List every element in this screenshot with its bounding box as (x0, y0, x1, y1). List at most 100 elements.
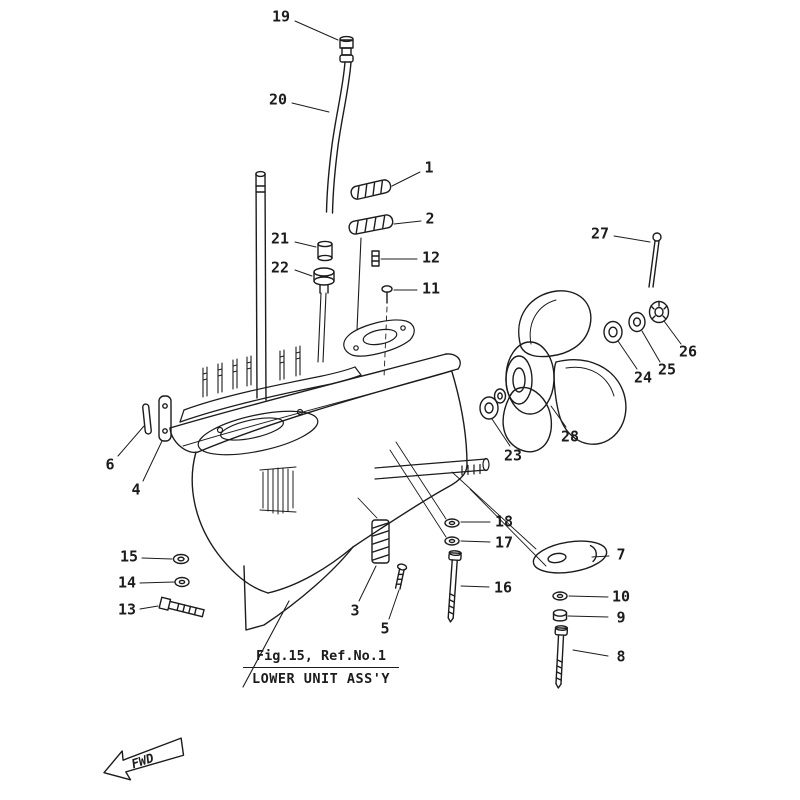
fwd-arrow: FWD (103, 737, 185, 781)
key-12 (371, 250, 380, 267)
part-number-21: 21 (270, 229, 290, 248)
grommet-22 (313, 267, 335, 294)
leader-line-14 (139, 581, 175, 584)
bolt-13 (158, 596, 205, 618)
leader-line-8 (572, 649, 609, 657)
leader-line-24 (617, 340, 638, 370)
part-number-24: 24 (633, 368, 653, 387)
leader-line-15 (141, 557, 173, 560)
assembly-line-17 (389, 449, 447, 538)
water-tube (325, 35, 354, 214)
fwd-arrow-label: FWD (129, 750, 156, 771)
leader-line-9 (567, 615, 609, 618)
castle-nut-26 (648, 300, 670, 324)
leader-line-25 (641, 330, 661, 363)
leader-line-19 (294, 20, 339, 41)
part-number-28: 28 (560, 427, 580, 446)
leader-line-20 (291, 102, 330, 113)
propeller-28 (502, 290, 627, 453)
plate-4 (158, 395, 172, 442)
part-number-26: 26 (678, 342, 698, 361)
part-number-14: 14 (117, 573, 137, 592)
bolt-16 (447, 550, 462, 623)
leader-line-10 (568, 595, 609, 598)
leader-line-7 (591, 555, 610, 558)
leader-line-16 (460, 585, 490, 588)
leader-line-6 (117, 425, 145, 457)
washer-17 (444, 536, 460, 546)
leader-line-22 (294, 269, 313, 277)
part-number-8: 8 (616, 647, 626, 666)
part-number-5: 5 (380, 619, 390, 638)
leader-line-17 (460, 540, 491, 543)
part-number-1: 1 (424, 158, 434, 177)
leader-line-23 (491, 418, 511, 447)
leader-line-13 (139, 605, 159, 610)
assembly-line-anode-a (451, 471, 537, 550)
leader-line-3 (358, 565, 377, 602)
leader-line-5 (388, 589, 400, 620)
sleeve-21 (317, 240, 333, 262)
caption-leader-line (242, 600, 290, 688)
assembly-line-anode-b (469, 488, 547, 567)
part-number-17: 17 (494, 533, 514, 552)
washer-15 (172, 553, 190, 565)
figure-caption-title: LOWER UNIT ASS'Y (251, 671, 391, 687)
shift-rod (317, 237, 362, 363)
anode-7 (532, 540, 608, 574)
gearcase-body (191, 371, 468, 631)
leader-line-4 (142, 440, 163, 482)
part-number-20: 20 (268, 90, 288, 109)
part-number-13: 13 (117, 600, 137, 619)
part-number-25: 25 (657, 360, 677, 379)
bolt-8 (554, 625, 569, 689)
bolt-11 (381, 285, 393, 379)
part-number-12: 12 (421, 248, 441, 267)
seal-1 (350, 179, 392, 200)
part-number-4: 4 (131, 480, 141, 499)
leader-line-21 (294, 241, 317, 248)
cotter-pin-27 (648, 232, 662, 288)
drive-shaft (255, 170, 267, 401)
figure-caption: Fig.15, Ref.No.1 LOWER UNIT ASS'Y (243, 648, 399, 687)
pin-6 (142, 403, 152, 435)
screw-5 (394, 563, 408, 590)
part-number-27: 27 (590, 224, 610, 243)
part-number-22: 22 (270, 258, 290, 277)
bushing-3 (357, 497, 390, 564)
deck-opening (197, 408, 319, 456)
pump-housing (343, 319, 415, 357)
part-number-7: 7 (616, 545, 626, 564)
leader-line-27 (613, 235, 651, 243)
cavitation-plate (169, 353, 461, 454)
part-number-2: 2 (425, 209, 435, 228)
washer-18 (444, 518, 460, 528)
callout-leader-lines (117, 20, 682, 657)
leader-line-26 (663, 320, 682, 345)
washer-24 (603, 320, 623, 344)
part-number-3: 3 (350, 601, 360, 620)
part-number-11: 11 (421, 279, 441, 298)
washer-14 (174, 576, 190, 588)
leader-line-28 (550, 405, 567, 428)
part-number-18: 18 (494, 512, 514, 531)
seal-2 (348, 214, 394, 235)
leader-line-1 (391, 171, 421, 187)
washer-25 (628, 311, 646, 333)
part-number-6: 6 (105, 455, 115, 474)
part-number-16: 16 (493, 578, 513, 597)
washer-10 (552, 591, 568, 601)
part-number-23: 23 (503, 446, 523, 465)
nut-9 (552, 609, 568, 622)
figure-caption-ref: Fig.15, Ref.No.1 (243, 648, 399, 668)
assembly-line-18 (395, 441, 447, 520)
part-number-15: 15 (119, 547, 139, 566)
thrust-washer-23 (479, 388, 507, 420)
mounting-studs (202, 345, 301, 398)
part-number-9: 9 (616, 608, 626, 627)
fwd-arrow-outline (103, 737, 185, 781)
cutaway-hatch (259, 466, 297, 515)
leader-line-2 (393, 220, 422, 225)
